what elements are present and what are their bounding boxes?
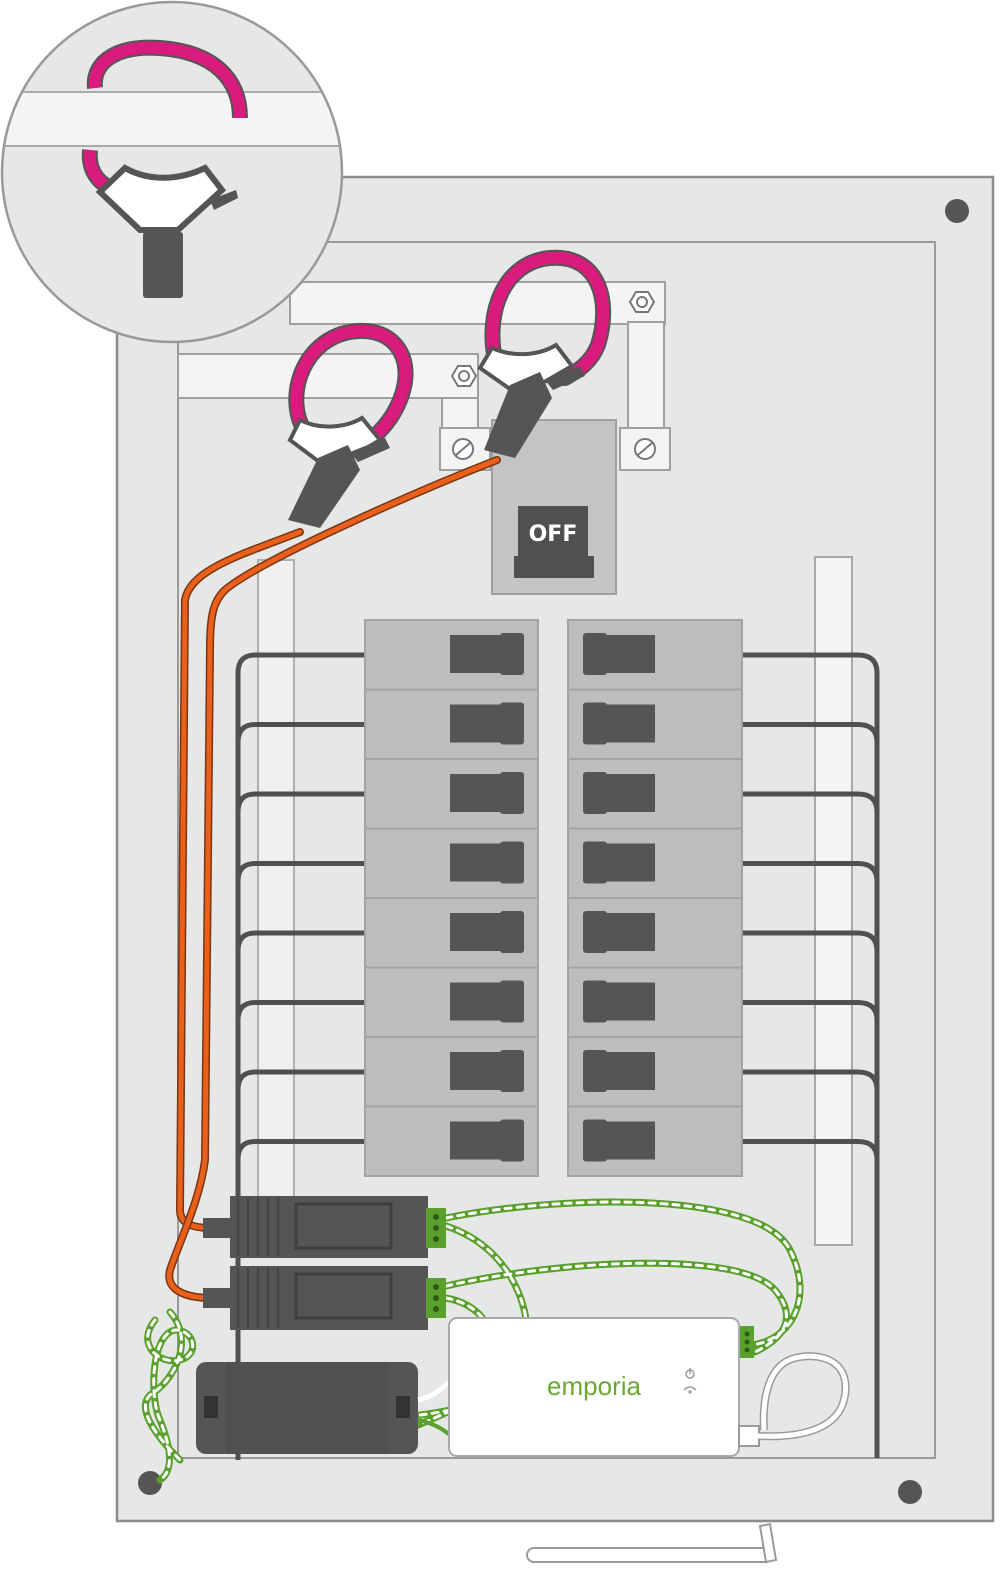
circuit-wire-left: [235, 652, 365, 1460]
power-adapter: [196, 1362, 462, 1454]
ct-connector-2: [203, 1266, 446, 1330]
hex-nut: [450, 365, 478, 387]
breaker-right: [567, 966, 743, 1038]
hex-nut: [628, 291, 656, 313]
breaker-bank: [364, 619, 743, 1177]
circuit-wire-right: [742, 930, 880, 1458]
circuit-wire-left: [235, 930, 365, 1460]
breaker-right: [567, 758, 743, 830]
breaker-right: [567, 827, 743, 899]
switch-off-label: OFF: [529, 522, 578, 547]
main-switch-handle: [518, 506, 588, 560]
wifi-antenna: [526, 1522, 778, 1564]
circuit-wire-left: [235, 722, 365, 1460]
circuit-wire-left: [235, 791, 365, 1460]
power-led-icon: [685, 1368, 695, 1379]
breaker-left: [364, 897, 539, 969]
circuit-wire-right: [742, 722, 880, 1458]
circuit-wire-left: [235, 1139, 365, 1460]
terminal-screw: [634, 438, 656, 460]
breaker-right: [567, 1036, 743, 1108]
breaker-left: [364, 966, 539, 1038]
ct-connector-1: [203, 1196, 446, 1258]
circuit-wire-left: [235, 861, 365, 1460]
breaker-left: [364, 688, 539, 760]
ct-clamp-detail-magnifier: [0, 0, 344, 344]
emporia-monitor: emporia: [448, 1317, 850, 1457]
circuit-wire-right: [742, 1069, 880, 1458]
breaker-right: [567, 688, 743, 760]
breaker-right: [567, 897, 743, 969]
wifi-led-icon: [683, 1386, 697, 1394]
ct-cables: [165, 456, 501, 1302]
panel-screw-top-right: [945, 199, 969, 223]
panel-screw-bottom-left: [138, 1471, 162, 1495]
panel-screw-bottom-right: [898, 1480, 922, 1504]
circuit-wire-right: [742, 861, 880, 1458]
breaker-right: [567, 1105, 743, 1177]
breaker-left: [364, 758, 539, 830]
breaker-left: [364, 1105, 539, 1177]
circuit-wire-right: [742, 791, 880, 1458]
circuit-wire-right: [742, 1139, 880, 1458]
circuit-wire-right: [742, 1000, 880, 1458]
ct-clamp-left: [287, 323, 414, 528]
breaker-left: [364, 1036, 539, 1108]
circuit-wire-right: [742, 652, 880, 1458]
circuit-wire-left: [235, 1000, 365, 1460]
circuit-wire-left: [235, 1069, 365, 1460]
ct-clamp-right: [477, 249, 612, 458]
circuit-wires: [235, 652, 880, 1460]
breaker-right: [567, 619, 743, 691]
emporia-brand-logo: emporia: [547, 1371, 641, 1401]
breaker-left: [364, 827, 539, 899]
terminal-screw: [452, 438, 474, 460]
breaker-left: [364, 619, 539, 691]
